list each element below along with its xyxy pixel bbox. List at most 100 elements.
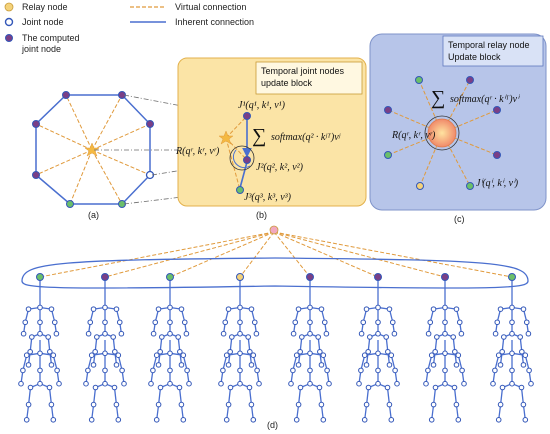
joint-node (495, 352, 502, 359)
joint-node (375, 304, 381, 311)
head-joint-node (374, 273, 382, 281)
joint-node (384, 151, 392, 159)
joint-node (102, 330, 108, 337)
joint-node (453, 401, 460, 408)
joint-node (102, 367, 108, 374)
joint-node (358, 367, 364, 374)
joint-node (37, 304, 43, 311)
joint-node (299, 334, 305, 340)
joint-node (509, 367, 515, 374)
joint-node (288, 380, 294, 387)
joint-node (92, 384, 99, 391)
joint-node (102, 319, 108, 326)
joint-node (87, 319, 94, 326)
joint-node (25, 401, 32, 408)
joint-node (509, 350, 515, 357)
relay-node-star (218, 130, 234, 145)
bone (520, 387, 525, 405)
joint-node (178, 401, 185, 408)
joint-node (51, 319, 58, 326)
joint-node (415, 76, 423, 84)
joint-node (237, 380, 243, 387)
joint-node (509, 304, 515, 311)
skeleton-lower (18, 340, 62, 423)
bone (432, 387, 437, 405)
skeleton-sequence (18, 273, 534, 423)
joint-node (318, 306, 325, 312)
joint-node (375, 380, 381, 387)
joint-node (442, 367, 448, 374)
bone (499, 387, 504, 405)
joint-node (115, 417, 122, 423)
legend-inherent-label: Inherent connection (175, 17, 254, 27)
joint-node (183, 330, 190, 337)
joint-node (152, 319, 159, 326)
joint-node (316, 384, 323, 391)
joint-node (118, 330, 125, 337)
joint-node (307, 319, 313, 326)
joint-node (178, 306, 185, 312)
sum-symbol: ∑ (431, 87, 445, 109)
joint-node (225, 306, 232, 312)
joint-node (307, 367, 313, 374)
skeleton-lower (356, 340, 400, 423)
head-joint-node (36, 273, 44, 281)
joint-node (383, 334, 390, 340)
joint-node (178, 362, 185, 368)
joint-node (251, 319, 258, 326)
virtual-edge (273, 231, 446, 278)
joint-node (253, 330, 260, 337)
joint-node (307, 350, 313, 357)
skeleton-lower (218, 340, 262, 423)
joint-node (389, 319, 396, 326)
attention-curve (232, 149, 251, 168)
legend-relay-label: Relay node (22, 2, 68, 12)
joint-node (66, 200, 74, 208)
joint-node (54, 367, 60, 374)
bone (386, 387, 391, 405)
joint-node (497, 362, 504, 368)
skeleton-upper (85, 296, 125, 368)
joint-node (442, 319, 448, 326)
joint-node (150, 330, 157, 337)
virtual-edge (273, 231, 379, 278)
joint-node (455, 417, 462, 423)
legend-computed-label-1: The computed (22, 33, 80, 43)
joint-node (430, 401, 437, 408)
joint-node (320, 352, 327, 359)
legend-joint-label: Joint node (22, 17, 64, 27)
joint-node (223, 352, 230, 359)
joint-node (167, 367, 173, 374)
joint-node (155, 306, 162, 312)
joint-node (363, 362, 370, 368)
joint-node (442, 380, 448, 387)
joint-node (292, 319, 299, 326)
joint-node (111, 384, 118, 391)
joint-node (167, 319, 173, 326)
joint-node (493, 106, 501, 114)
joint-node (184, 367, 190, 374)
joint-node (360, 319, 367, 326)
joint-node (220, 330, 227, 337)
bone (453, 387, 458, 405)
bone (27, 387, 32, 405)
joint-node (432, 384, 439, 391)
joint-node (384, 106, 392, 114)
joint-node (229, 334, 235, 340)
joint-node (102, 304, 108, 311)
joint-node (102, 380, 108, 387)
bone (92, 387, 97, 405)
joint-node (20, 330, 27, 337)
joint-node (375, 319, 381, 326)
head-joint-node (508, 273, 516, 281)
joint-node (56, 380, 62, 387)
joint-node (115, 352, 122, 359)
joint-node (499, 384, 506, 391)
joint-node (48, 401, 55, 408)
joint-node (392, 367, 398, 374)
panel-b-background (177, 57, 367, 207)
bone (318, 387, 323, 405)
inherent-edge-j2-j3 (239, 161, 248, 189)
joint-node (256, 380, 262, 387)
label-r: R(qʳ, kʳ, vʳ) (175, 146, 220, 157)
